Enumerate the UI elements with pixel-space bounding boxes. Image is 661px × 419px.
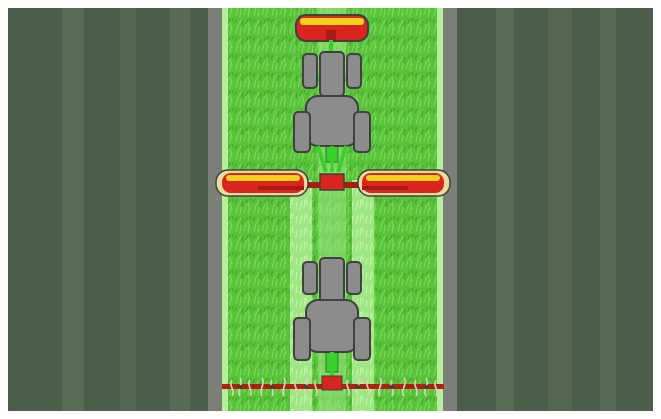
right-mower-unit bbox=[358, 170, 450, 196]
right-field bbox=[443, 8, 653, 411]
swath-left bbox=[290, 180, 312, 411]
swath-right bbox=[352, 180, 374, 411]
left-mower-unit bbox=[216, 170, 308, 196]
left-field bbox=[8, 8, 222, 411]
tractor-icon bbox=[294, 258, 370, 378]
